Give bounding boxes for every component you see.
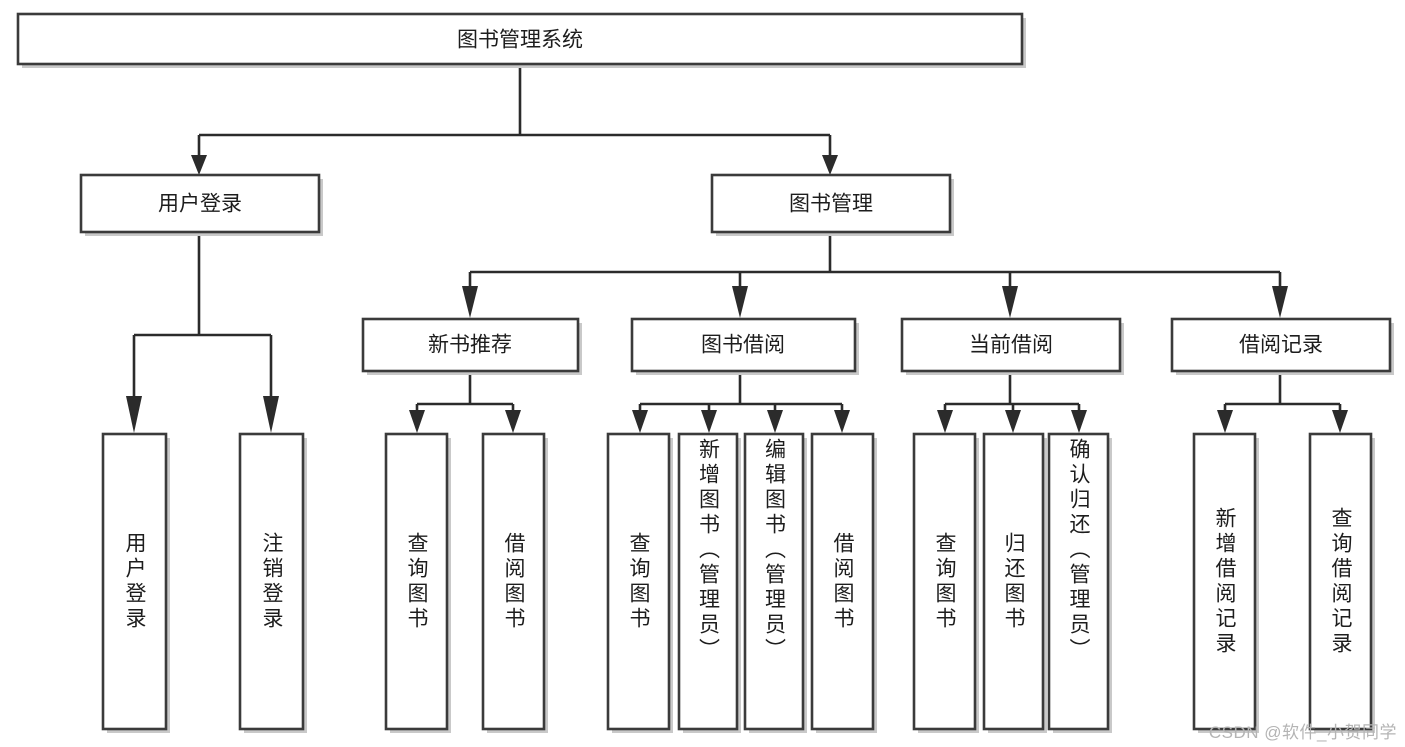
node-book-borrow[interactable]: 图书借阅	[630, 317, 859, 375]
root-label: 图书管理系统	[457, 29, 583, 52]
leaf-box-br-query-record[interactable]	[1308, 432, 1373, 731]
arrow-borrowrecord-leaf-1	[1217, 410, 1233, 433]
arrow-bookborrow-leaf-2	[701, 410, 717, 433]
leaf-box-bb-edit-book[interactable]	[743, 432, 805, 731]
arrow-borrowrecord-leaf-2	[1332, 410, 1348, 433]
arrow-bookborrow-leaf-3	[767, 410, 783, 433]
borrow-record-box	[1170, 317, 1392, 373]
arrow-root-to-book-manage	[822, 155, 838, 175]
arrow-currentborrow-leaf-1	[937, 410, 953, 433]
current-borrow-box	[900, 317, 1122, 373]
leaf-box-bb-query-book[interactable]	[606, 432, 671, 731]
arrow-bookmanage-to-new-book	[462, 286, 478, 318]
arrow-bookmanage-to-current-borrow	[1002, 286, 1018, 318]
book-manage-label: 图书管理	[789, 193, 873, 216]
new-book-box	[361, 317, 580, 373]
arrow-newbook-leaf-1	[409, 410, 425, 433]
node-user-login[interactable]: 用户登录	[79, 173, 323, 236]
book-manage-box	[710, 173, 952, 234]
leaf-box-nb-borrow-book[interactable]	[481, 432, 546, 731]
current-borrow-label: 当前借阅	[969, 334, 1053, 357]
leaf-boxes-layer	[101, 432, 1375, 733]
arrow-root-to-user-login	[191, 155, 207, 175]
leaf-box-bb-borrow-book[interactable]	[810, 432, 875, 731]
leaf-box-cb-confirm-return[interactable]	[1047, 432, 1110, 731]
csdn-watermark: CSDN @软件_小贺同学	[1208, 723, 1397, 742]
leaf-box-cb-query-book[interactable]	[912, 432, 977, 731]
arrow-userlogin-leaf-2	[263, 396, 279, 433]
leaf-box-br-add-record[interactable]	[1192, 432, 1257, 731]
arrow-bookmanage-to-borrow-record	[1272, 286, 1288, 318]
connectors-layer	[126, 67, 1348, 433]
arrow-currentborrow-leaf-2	[1005, 410, 1021, 433]
borrow-record-label: 借阅记录	[1239, 334, 1323, 357]
arrow-userlogin-leaf-1	[126, 396, 142, 433]
root-box	[16, 12, 1024, 66]
node-borrow-record[interactable]: 借阅记录	[1170, 317, 1394, 375]
node-root[interactable]: 图书管理系统	[16, 12, 1026, 68]
node-new-book-recommend[interactable]: 新书推荐	[361, 317, 582, 375]
arrow-newbook-leaf-2	[505, 410, 521, 433]
leaf-box-logout[interactable]	[238, 432, 305, 731]
node-current-borrow[interactable]: 当前借阅	[900, 317, 1124, 375]
book-borrow-box	[630, 317, 857, 373]
arrow-currentborrow-leaf-3	[1071, 410, 1087, 433]
user-login-label: 用户登录	[158, 193, 242, 216]
arrow-bookborrow-leaf-4	[834, 410, 850, 433]
user-login-box	[79, 173, 321, 234]
node-book-manage[interactable]: 图书管理	[710, 173, 954, 236]
arrow-bookmanage-to-book-borrow	[732, 286, 748, 318]
book-borrow-label: 图书借阅	[701, 334, 785, 357]
leaf-box-user-login[interactable]	[101, 432, 168, 731]
leaf-box-cb-return-book[interactable]	[982, 432, 1045, 731]
leaf-box-nb-query-book[interactable]	[384, 432, 449, 731]
leaf-box-bb-add-book[interactable]	[677, 432, 739, 731]
new-book-label: 新书推荐	[428, 334, 512, 357]
arrow-bookborrow-leaf-1	[632, 410, 648, 433]
